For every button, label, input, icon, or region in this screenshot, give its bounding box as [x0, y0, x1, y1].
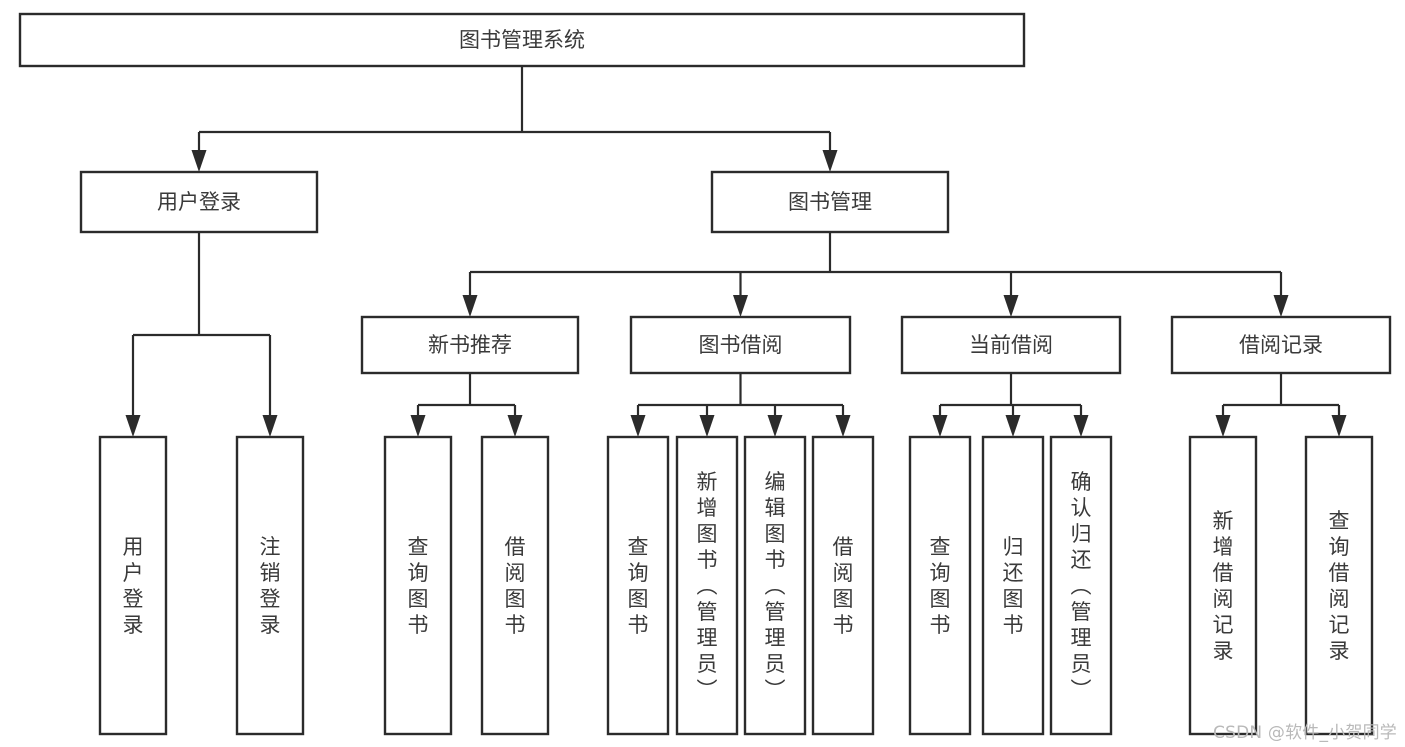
node-label: 用户登录	[157, 190, 241, 214]
node-box[interactable]	[710, 170, 950, 234]
arrow-head-icon	[1005, 415, 1021, 437]
node-box[interactable]	[981, 435, 1045, 736]
node-leaf13[interactable]: 查询借阅记录	[1304, 435, 1374, 736]
node-leaf2[interactable]: 注销登录	[235, 435, 305, 736]
node-box[interactable]	[908, 435, 972, 736]
node-box[interactable]	[235, 435, 305, 736]
arrow-head-icon	[262, 415, 278, 437]
node-bookmgmt[interactable]: 图书管理	[710, 170, 950, 234]
node-box[interactable]	[811, 435, 875, 736]
arrow-head-icon	[1215, 415, 1231, 437]
node-label: 当前借阅	[969, 333, 1053, 357]
node-box[interactable]	[900, 315, 1122, 375]
node-label: 用户登录	[123, 535, 144, 637]
node-label: 图书管理	[788, 190, 872, 214]
node-label: 查询图书	[408, 535, 429, 637]
node-borrow[interactable]: 图书借阅	[629, 315, 852, 375]
arrow-head-icon	[507, 415, 523, 437]
node-newbook[interactable]: 新书推荐	[360, 315, 580, 375]
arrow-head-icon	[767, 415, 783, 437]
node-box[interactable]	[606, 435, 670, 736]
node-box[interactable]	[79, 170, 319, 234]
node-box[interactable]	[18, 12, 1026, 68]
arrow-head-icon	[835, 415, 851, 437]
node-leaf5[interactable]: 查询图书	[606, 435, 670, 736]
node-leaf8[interactable]: 借阅图书	[811, 435, 875, 736]
node-label: 查询图书	[628, 535, 649, 637]
edge-layer	[125, 66, 1347, 437]
node-leaf11[interactable]: 确认归还︵管理员︶	[1049, 435, 1113, 736]
node-label: 确认归还︵管理员︶	[1071, 470, 1092, 702]
node-box[interactable]	[1049, 435, 1113, 736]
node-box[interactable]	[1304, 435, 1374, 736]
arrow-head-icon	[1331, 415, 1347, 437]
arrow-head-icon	[699, 415, 715, 437]
node-records[interactable]: 借阅记录	[1170, 315, 1392, 375]
arrow-head-icon	[1073, 415, 1089, 437]
node-leaf10[interactable]: 归还图书	[981, 435, 1045, 736]
node-label: 图书管理系统	[459, 28, 585, 52]
node-box[interactable]	[1170, 315, 1392, 375]
arrow-head-icon	[932, 415, 948, 437]
arrow-head-icon	[462, 295, 478, 317]
node-label: 借阅图书	[505, 535, 526, 637]
node-label: 编辑图书︵管理员︶	[765, 470, 786, 702]
node-root[interactable]: 图书管理系统	[18, 12, 1026, 68]
arrow-head-icon	[410, 415, 426, 437]
node-leaf9[interactable]: 查询图书	[908, 435, 972, 736]
node-box[interactable]	[1188, 435, 1258, 736]
node-box[interactable]	[743, 435, 807, 736]
node-label: 查询借阅记录	[1329, 509, 1350, 663]
arrow-head-icon	[125, 415, 141, 437]
node-leaf12[interactable]: 新增借阅记录	[1188, 435, 1258, 736]
node-label: 借阅图书	[833, 535, 854, 637]
node-label: 图书借阅	[699, 333, 783, 357]
node-login[interactable]: 用户登录	[79, 170, 319, 234]
arrow-head-icon	[733, 295, 748, 317]
node-box[interactable]	[383, 435, 453, 736]
node-leaf4[interactable]: 借阅图书	[480, 435, 550, 736]
node-label: 注销登录	[260, 535, 281, 637]
node-leaf1[interactable]: 用户登录	[98, 435, 168, 736]
arrow-head-icon	[1273, 295, 1289, 317]
arrow-head-icon	[191, 150, 207, 172]
csdn-watermark: CSDN @软件_小贺同学	[1213, 723, 1397, 743]
node-label: 新增借阅记录	[1213, 509, 1234, 663]
node-label: 查询图书	[930, 535, 951, 637]
node-box[interactable]	[480, 435, 550, 736]
node-leaf3[interactable]: 查询图书	[383, 435, 453, 736]
node-label: 归还图书	[1003, 535, 1024, 637]
node-label: 新书推荐	[428, 333, 512, 357]
node-box[interactable]	[360, 315, 580, 375]
node-layer: 图书管理系统用户登录图书管理新书推荐图书借阅当前借阅借阅记录用户登录注销登录查询…	[18, 12, 1392, 736]
node-current[interactable]: 当前借阅	[900, 315, 1122, 375]
node-leaf6[interactable]: 新增图书︵管理员︶	[675, 435, 739, 736]
node-label: 新增图书︵管理员︶	[697, 470, 718, 702]
arrow-head-icon	[1003, 295, 1019, 317]
node-label: 借阅记录	[1239, 333, 1323, 357]
node-box[interactable]	[629, 315, 852, 375]
node-leaf7[interactable]: 编辑图书︵管理员︶	[743, 435, 807, 736]
node-box[interactable]	[675, 435, 739, 736]
node-box[interactable]	[98, 435, 168, 736]
arrow-head-icon	[822, 150, 838, 172]
arrow-head-icon	[630, 415, 646, 437]
